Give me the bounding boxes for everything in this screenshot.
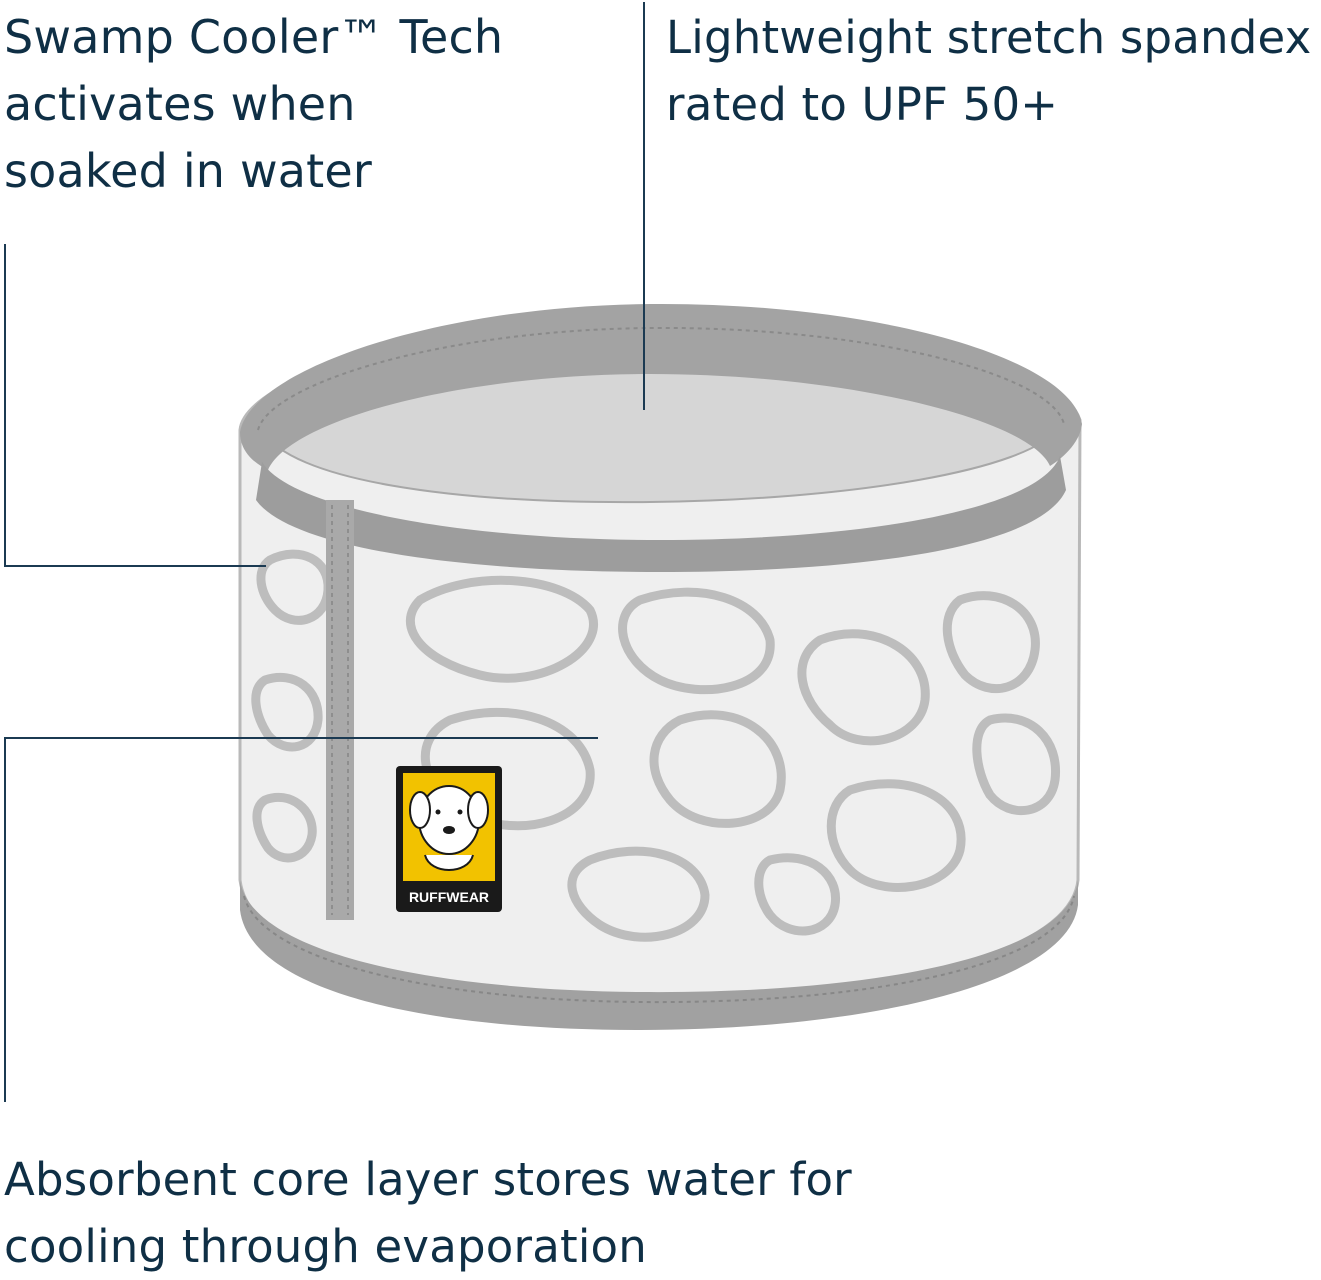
ruffwear-logo-badge: RUFFWEAR bbox=[396, 766, 502, 912]
bottom-binding bbox=[240, 880, 1078, 1030]
callout-line: cooling through evaporation bbox=[4, 1220, 647, 1273]
callout-line: Swamp Cooler™ Tech bbox=[4, 10, 504, 64]
side-seam bbox=[326, 500, 354, 920]
callout-swamp-cooler-tech: Swamp Cooler™ Tech activates when soaked… bbox=[4, 4, 503, 205]
leader-line-swamp-vertical bbox=[4, 244, 6, 567]
leader-line-spandex bbox=[643, 2, 645, 410]
callout-line: rated to UPF 50+ bbox=[666, 78, 1059, 131]
callout-line: soaked in water bbox=[4, 144, 373, 198]
top-binding bbox=[240, 303, 1082, 572]
callout-line: activates when bbox=[4, 77, 356, 131]
leader-line-core-horizontal bbox=[4, 737, 598, 739]
leader-line-swamp-horizontal bbox=[4, 565, 266, 567]
logo-text: RUFFWEAR bbox=[409, 889, 489, 905]
callout-line: Absorbent core layer stores water for bbox=[4, 1153, 852, 1206]
callout-spandex: Lightweight stretch spandex rated to UPF… bbox=[666, 4, 1311, 138]
leader-line-core-vertical bbox=[4, 737, 6, 1102]
callout-line: Lightweight stretch spandex bbox=[666, 11, 1312, 64]
callout-absorbent-core: Absorbent core layer stores water for co… bbox=[4, 1146, 852, 1280]
